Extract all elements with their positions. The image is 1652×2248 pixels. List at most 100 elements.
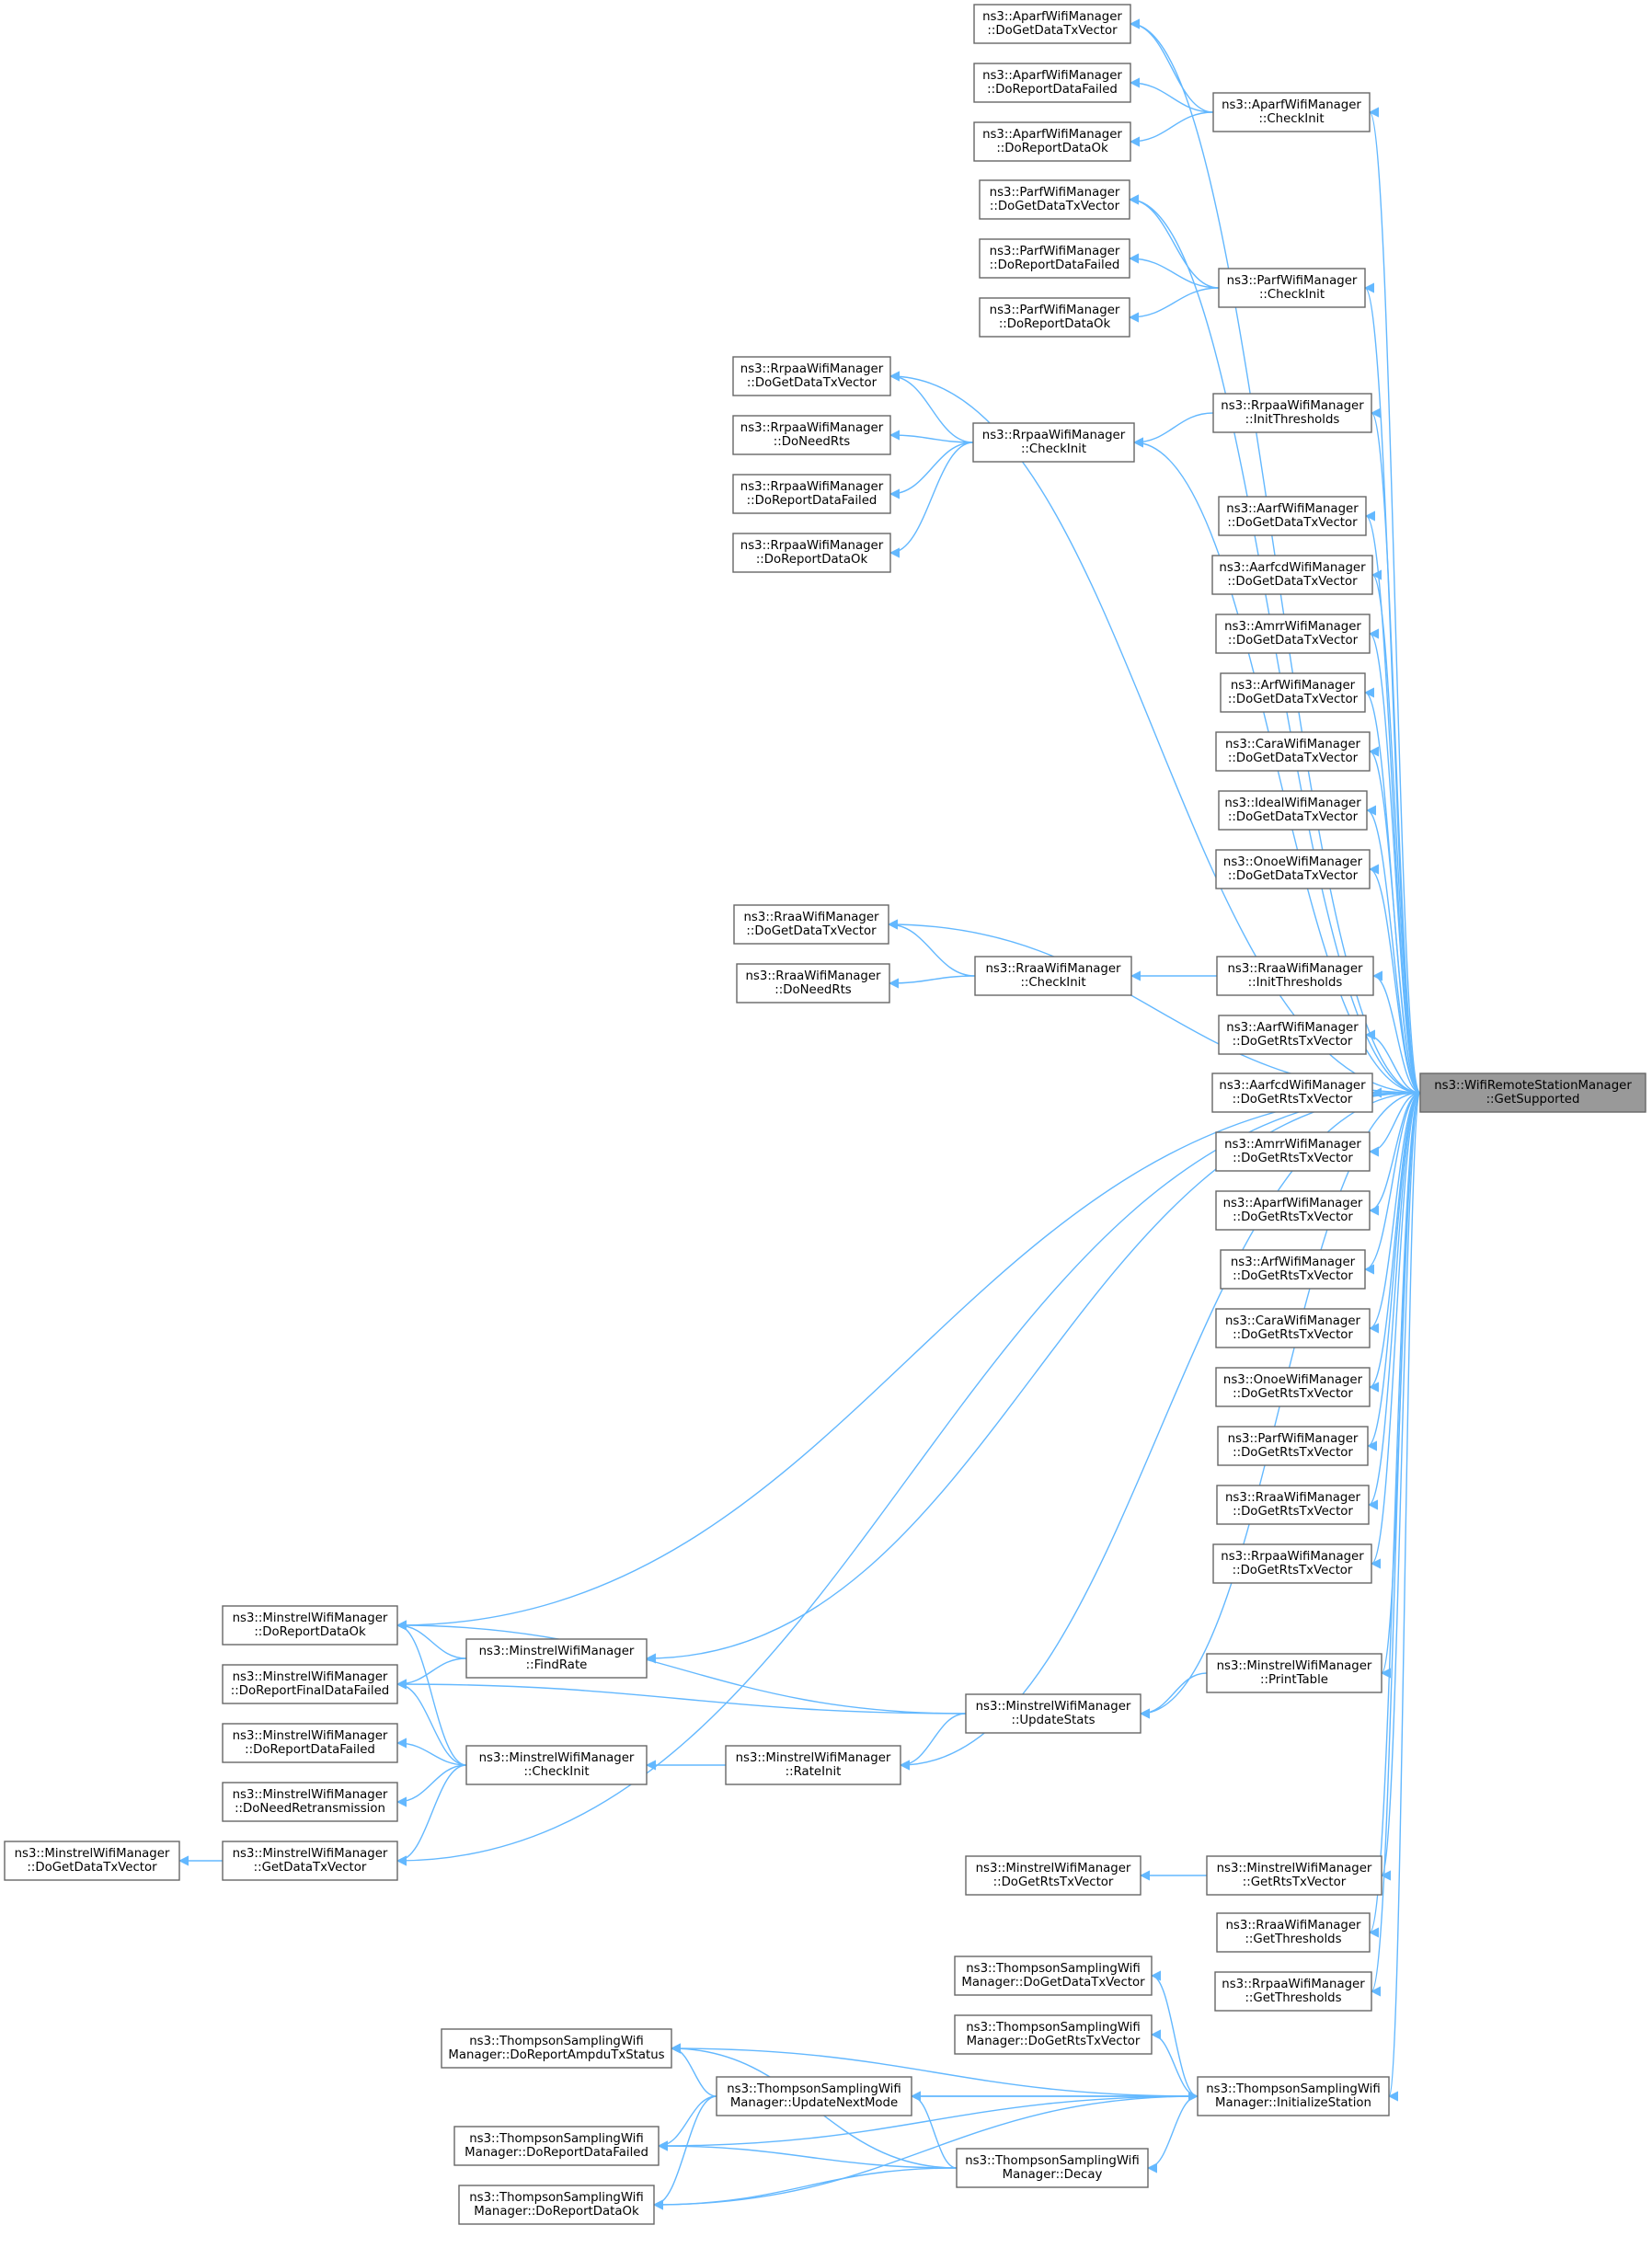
edge-G1-T [1364,510,1421,1094]
graph-node[interactable]: ns3::AarfWifiManager::DoGetRtsTxVector [1218,1015,1367,1055]
node-label-line: ::DoGetRtsTxVector [1233,1505,1353,1519]
graph-node[interactable]: ns3::MinstrelWifiManager::GetRtsTxVector [1206,1855,1382,1896]
node-label-line: Manager::DoGetDataTxVector [961,1976,1145,1990]
edge-M1-MU [396,1620,967,1715]
node-label-line: ns3::CaraWifiManager [1225,738,1361,751]
graph-node[interactable]: ns3::OnoeWifiManager::DoGetDataTxVector [1215,849,1371,889]
graph-node[interactable]: ns3::MinstrelWifiManager::RateInit [725,1745,901,1785]
graph-node[interactable]: ns3::AparfWifiManager::CheckInit [1212,92,1371,132]
graph-node[interactable]: ns3::MinstrelWifiManager::DoGetDataTxVec… [4,1841,180,1881]
graph-node[interactable]: ns3::RraaWifiManager::InitThresholds [1216,956,1374,996]
edge-S8-T [1366,1092,1421,1451]
node-label-line: ns3::MinstrelWifiManager [15,1847,170,1861]
graph-node[interactable]: ns3::RraaWifiManager::DoGetDataTxVector [733,904,889,945]
edge-Q2-QC [888,975,976,989]
node-label-line: ::DoGetDataTxVector [27,1861,157,1875]
node-label-line: ::InitThresholds [1245,413,1340,427]
graph-node[interactable]: ns3::RrpaaWifiManager::DoGetRtsTxVector [1212,1543,1372,1584]
edge-T3-TU [670,2043,717,2097]
graph-node[interactable]: ns3::ParfWifiManager::CheckInit [1218,268,1366,308]
graph-node[interactable]: ns3::MinstrelWifiManager::FindRate [465,1638,648,1679]
node-label-line: ::DoGetDataTxVector [1227,516,1358,530]
node-label-line: ::DoReportDataOk [756,553,868,567]
graph-node[interactable]: ns3::MinstrelWifiManager::DoReportDataFa… [222,1723,398,1763]
graph-node[interactable]: ns3::ParfWifiManager::DoReportDataFailed [979,238,1130,279]
edge-RT-T [1370,1092,1421,1997]
graph-node[interactable]: ns3::AarfcdWifiManager::DoGetRtsTxVector [1211,1072,1373,1113]
edge-S9-T [1367,1092,1421,1510]
graph-node[interactable]: ns3::IdealWifiManager::DoGetDataTxVector [1218,790,1368,831]
node-box [1215,614,1371,654]
node-box [1216,1912,1371,1953]
node-box [979,179,1130,220]
graph-node[interactable]: ns3::AarfWifiManager::DoGetDataTxVector [1218,496,1367,536]
graph-node[interactable]: ns3::CaraWifiManager::DoGetDataTxVector [1215,731,1371,772]
node-label-line: ns3::ThompsonSamplingWifi [966,2021,1141,2035]
node-label-line: ns3::AarfWifiManager [1226,1021,1359,1035]
node-label-line: ::DoGetRtsTxVector [1233,1035,1353,1049]
graph-node[interactable]: ns3::AparfWifiManager::DoReportDataFaile… [973,63,1131,103]
node-label-line: ns3::AparfWifiManager [1222,98,1361,112]
node-box [222,1782,398,1822]
graph-node[interactable]: ns3::MinstrelWifiManager::DoNeedRetransm… [222,1782,398,1822]
graph-node[interactable]: ns3::MinstrelWifiManager::GetDataTxVecto… [222,1841,398,1881]
graph-node[interactable]: ns3::RrpaaWifiManager::DoReportDataFaile… [732,474,891,514]
graph-node[interactable]: ns3::CaraWifiManager::DoGetRtsTxVector [1215,1308,1371,1348]
graph-node[interactable]: ns3::ParfWifiManager::DoGetRtsTxVector [1217,1426,1369,1466]
node-box [1212,92,1371,132]
graph-node[interactable]: ns3::MinstrelWifiManager::CheckInit [465,1745,648,1785]
graph-node[interactable]: ns3::MinstrelWifiManager::DoReportFinalD… [222,1664,398,1704]
graph-node[interactable]: ns3::RraaWifiManager::CheckInit [974,956,1132,996]
node-label-line: Manager::Decay [1003,2168,1103,2182]
graph-node[interactable]: ns3::RrpaaWifiManager::GetThresholds [1214,1971,1372,2012]
edge-MR-MU [899,1713,967,1771]
graph-node[interactable]: ns3::RraaWifiManager::GetThresholds [1216,1912,1371,1953]
edge-G5-T [1368,746,1421,1094]
edge-TD-TI [1146,2095,1199,2173]
graph-node[interactable]: ns3::AmrrWifiManager::DoGetRtsTxVector [1215,1131,1371,1172]
graph-node[interactable]: ns3::AmrrWifiManager::DoGetDataTxVector [1215,614,1371,654]
graph-node[interactable]: ns3::AarfcdWifiManager::DoGetDataTxVecto… [1211,555,1373,595]
target-node[interactable]: ns3::WifiRemoteStationManager::GetSuppor… [1419,1072,1646,1113]
graph-node[interactable]: ns3::AparfWifiManager::DoReportDataOk [973,121,1131,162]
edge-R2-RC [889,430,974,443]
node-label-line: ::DoGetDataTxVector [1228,751,1359,765]
graph-node[interactable]: ns3::ThompsonSamplingWifiManager::DoRepo… [441,2028,672,2069]
edge-S5-T [1363,1092,1421,1275]
graph-node[interactable]: ns3::RrpaaWifiManager::DoReportDataOk [732,533,891,573]
node-label-line: ::DoGetDataTxVector [1227,575,1358,589]
graph-node[interactable]: ns3::RrpaaWifiManager::DoGetDataTxVector [732,356,891,396]
graph-node[interactable]: ns3::ThompsonSamplingWifiManager::DoGetR… [954,2014,1153,2055]
graph-node[interactable]: ns3::ArfWifiManager::DoGetRtsTxVector [1220,1249,1366,1290]
node-label-line: ::GetThresholds [1245,1991,1341,2005]
graph-node[interactable]: ns3::AparfWifiManager::DoGetDataTxVector [973,4,1131,44]
node-label-line: ::DoGetDataTxVector [747,376,878,390]
node-label-line: ::DoGetDataTxVector [1228,869,1359,883]
graph-node[interactable]: ns3::ThompsonSamplingWifiManager::DoRepo… [453,2126,660,2166]
node-label-line: ::DoReportDataOk [996,142,1108,155]
graph-node[interactable]: ns3::RrpaaWifiManager::CheckInit [972,422,1135,463]
graph-node[interactable]: ns3::ParfWifiManager::DoGetDataTxVector [979,179,1130,220]
graph-node[interactable]: ns3::ParfWifiManager::DoReportDataOk [979,297,1130,338]
graph-node[interactable]: ns3::MinstrelWifiManager::UpdateStats [965,1693,1141,1734]
graph-node[interactable]: ns3::RrpaaWifiManager::InitThresholds [1212,393,1372,433]
graph-node[interactable]: ns3::AparfWifiManager::DoGetRtsTxVector [1215,1190,1371,1231]
graph-node[interactable]: ns3::MinstrelWifiManager::DoReportDataOk [222,1605,398,1646]
graph-node[interactable]: ns3::ThompsonSamplingWifiManager::DoGetD… [954,1956,1153,1996]
graph-node[interactable]: ns3::ThompsonSamplingWifiManager::Update… [716,2076,912,2116]
graph-node[interactable]: ns3::MinstrelWifiManager::PrintTable [1206,1653,1382,1693]
node-label-line: ns3::MinstrelWifiManager [479,1751,635,1765]
graph-node[interactable]: ns3::ArfWifiManager::DoGetDataTxVector [1220,672,1366,713]
graph-node[interactable]: ns3::ThompsonSamplingWifiManager::DoRepo… [458,2185,655,2225]
graph-node[interactable]: ns3::OnoeWifiManager::DoGetRtsTxVector [1215,1367,1371,1407]
edge-P1-PC [1128,194,1220,289]
node-box [965,1693,1141,1734]
node-box [954,2014,1153,2055]
graph-node[interactable]: ns3::RraaWifiManager::DoGetRtsTxVector [1216,1485,1370,1525]
graph-node[interactable]: ns3::RrpaaWifiManager::DoNeedRts [732,415,891,455]
graph-node[interactable]: ns3::MinstrelWifiManager::DoGetRtsTxVect… [965,1855,1141,1896]
graph-node[interactable]: ns3::ThompsonSamplingWifiManager::Initia… [1197,2076,1390,2116]
graph-node[interactable]: ns3::RraaWifiManager::DoNeedRts [736,963,890,1004]
node-label-line: ::UpdateStats [1011,1714,1095,1727]
